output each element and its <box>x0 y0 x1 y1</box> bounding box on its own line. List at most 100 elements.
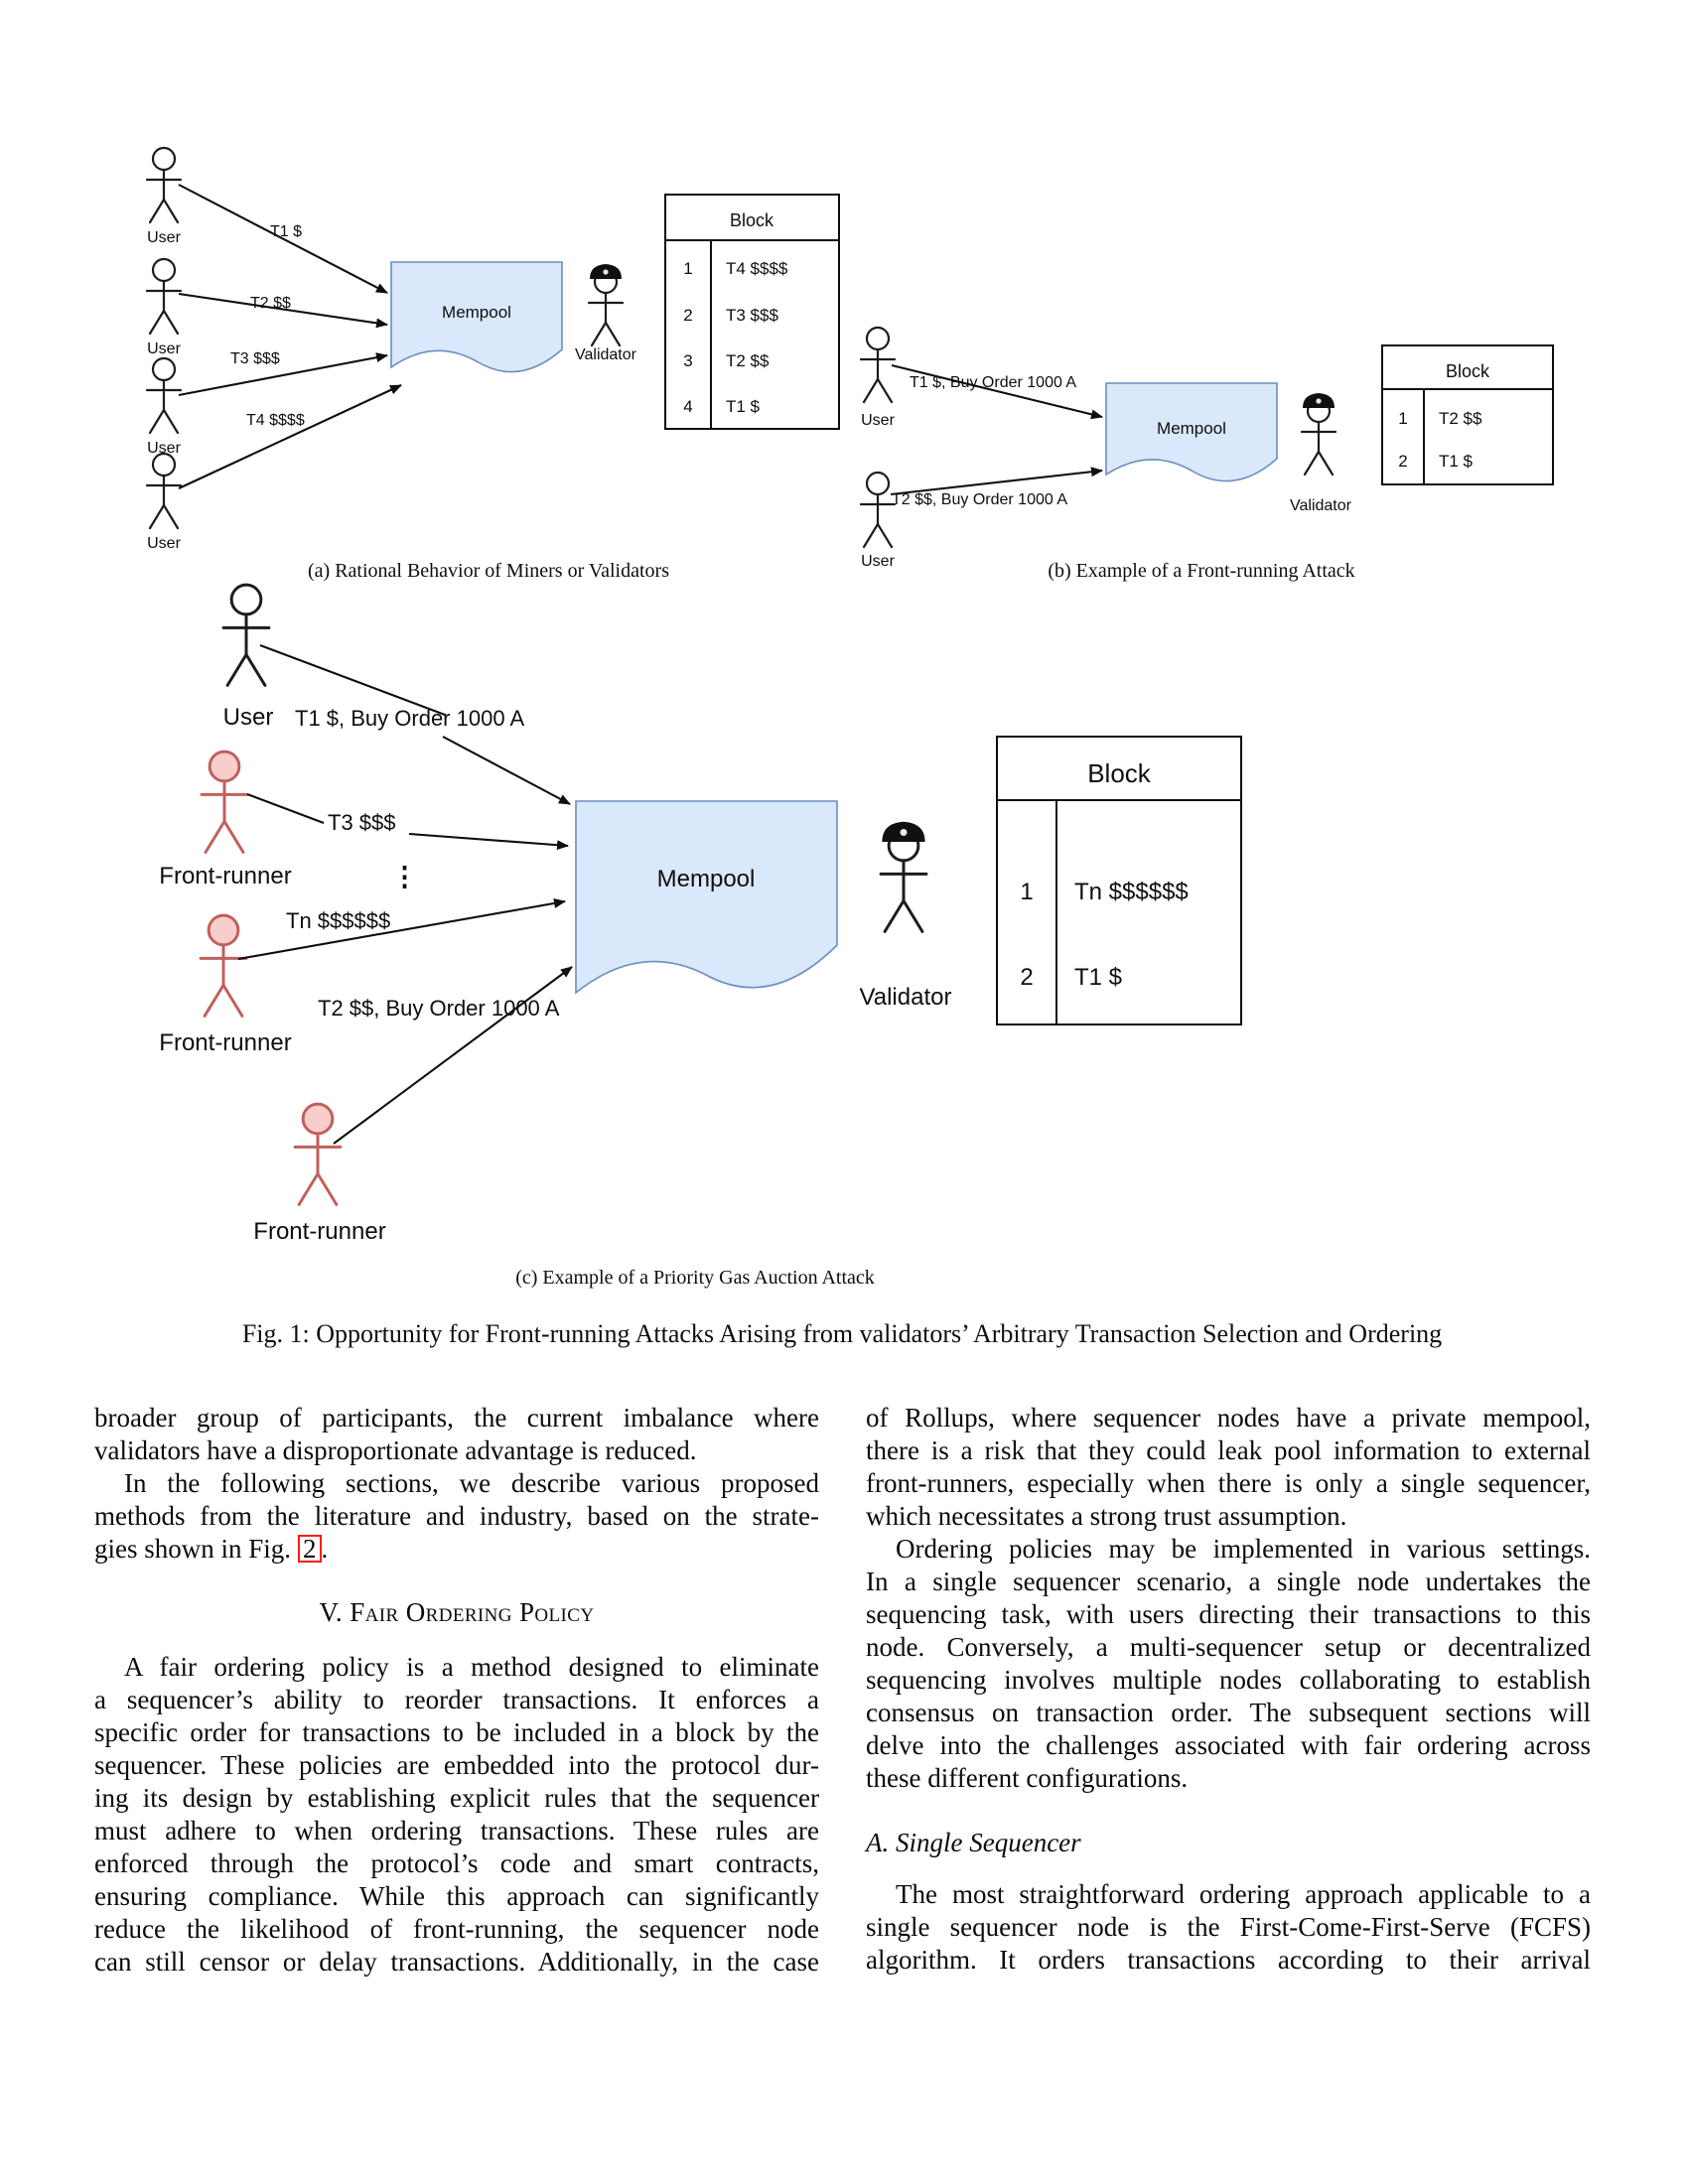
figure-1-diagram: User User User User T1 $ T2 $$ T3 $$$ T4… <box>145 146 1554 1348</box>
text-line: delve into the challenges associated wit… <box>866 1730 1591 1760</box>
text-line: these different configurations. <box>866 1763 1189 1793</box>
text-line: which necessitates a strong trust assump… <box>866 1501 1347 1531</box>
mempool-shape <box>1105 382 1278 482</box>
user-label: User <box>147 341 181 357</box>
user-figure <box>859 471 897 549</box>
text-line: enforced through the protocol’s code and… <box>94 1848 819 1878</box>
transaction-arrow <box>178 292 388 329</box>
user-label: User <box>223 704 274 731</box>
mempool-shape <box>575 800 838 995</box>
subfigure-a: User User User User T1 $ T2 $$ T3 $$$ T4… <box>145 146 840 582</box>
text-line: must adhere to when ordering transaction… <box>94 1816 819 1845</box>
frontrunner-label: Front-runner <box>253 1218 385 1245</box>
fig2-reference-link[interactable]: 2 <box>298 1535 322 1563</box>
tx-label: T2 $$, Buy Order 1000 A <box>892 491 1067 508</box>
user-label: User <box>861 412 895 429</box>
transaction-line <box>246 793 325 824</box>
transaction-arrow <box>178 352 388 397</box>
user-label: User <box>861 553 895 570</box>
tx-label: T1 $ <box>270 223 302 240</box>
transaction-arrow <box>178 384 402 489</box>
frontrunner-label: Front-runner <box>159 863 291 889</box>
text-line: The most straightforward ordering approa… <box>896 1879 1591 1909</box>
frontrunner-figure <box>200 750 249 854</box>
ellipsis-icon: ⋮ <box>391 862 418 891</box>
text-line: ensuring compliance. While this approach… <box>94 1881 819 1911</box>
block-title: Block <box>1446 361 1490 381</box>
block-row-tx: T1 $ <box>1439 452 1474 471</box>
text-line: consensus on transaction order. The subs… <box>866 1698 1591 1727</box>
block-row-tx: T3 $$$ <box>726 306 778 325</box>
subcaption-a: (a) Rational Behavior of Miners or Valid… <box>308 560 669 582</box>
mempool-label: Mempool <box>657 866 756 892</box>
validator-label: Validator <box>860 984 952 1011</box>
block-row-tx: T1 $ <box>1074 964 1122 991</box>
block-row-index: 1 <box>683 259 692 278</box>
text-line: sequencer. These policies are embedded i… <box>94 1750 819 1780</box>
user-label: User <box>147 440 181 457</box>
frontrunner-label: Front-runner <box>159 1029 291 1056</box>
block-row-tx: T2 $$ <box>726 351 770 370</box>
text-line: broader group of participants, the curre… <box>94 1403 819 1433</box>
validator-label: Validator <box>1290 497 1352 514</box>
tx-label: T1 $, Buy Order 1000 A <box>295 706 524 731</box>
block-table: Block 1 T4 $$$$ 2 T3 $$$ 3 T2 $$ 4 T1 $ <box>664 194 840 430</box>
validator-label: Validator <box>575 346 637 363</box>
text-line: specific order for transactions to be in… <box>94 1717 819 1747</box>
user-label: User <box>147 229 181 246</box>
text-line: sequencing involves multiple nodes colla… <box>866 1665 1591 1695</box>
mempool-label: Mempool <box>442 303 511 322</box>
tx-label: T2 $$ <box>250 295 291 312</box>
validator-figure <box>879 829 928 933</box>
transaction-arrow <box>442 736 571 805</box>
text-line: In the following sections, we describe v… <box>124 1468 819 1498</box>
mempool-shape <box>390 261 563 373</box>
text-line: methods from the literature and industry… <box>94 1501 819 1531</box>
transaction-arrow <box>333 966 573 1145</box>
user-figure <box>145 356 183 435</box>
text-line: reduce the likelihood of front-running, … <box>94 1914 819 1944</box>
figure-caption: Fig. 1: Opportunity for Front-running At… <box>242 1319 1442 1348</box>
subfigure-b: User User T1 $, Buy Order 1000 A T2 $$, … <box>859 326 1554 582</box>
text-line: ing its design by establishing explicit … <box>94 1783 819 1813</box>
transaction-arrow <box>237 897 566 961</box>
block-row-index: 1 <box>1020 879 1033 905</box>
transaction-arrow <box>890 467 1103 496</box>
subsection-heading: A. Single Sequencer <box>866 1828 1081 1857</box>
subcaption-b: (b) Example of a Front-running Attack <box>1048 560 1354 582</box>
text-fragment: gies shown in Fig. <box>94 1534 292 1564</box>
transaction-arrow <box>178 184 388 294</box>
block-title: Block <box>1087 758 1152 788</box>
block-row-index: 3 <box>683 351 692 370</box>
right-column: of Rollups, where sequencer nodes have a… <box>866 1402 1591 1977</box>
user-figure <box>145 146 183 224</box>
block-row-tx: T1 $ <box>726 397 761 416</box>
text-line: a sequencer’s ability to reorder transac… <box>94 1685 819 1714</box>
validator-helmet-icon <box>882 821 925 842</box>
user-figure <box>859 326 897 404</box>
text-line: of Rollups, where sequencer nodes have a… <box>866 1403 1591 1433</box>
block-row-tx: T2 $$ <box>1439 409 1482 428</box>
frontrunner-figure <box>293 1102 343 1206</box>
block-title: Block <box>730 210 774 230</box>
validator-figure <box>587 269 625 347</box>
block-table: Block 1 T2 $$ 2 T1 $ <box>1381 344 1554 485</box>
text-line: there is a risk that they could leak poo… <box>866 1435 1591 1465</box>
block-row-tx: Tn $$$$$$ <box>1074 879 1189 905</box>
block-table: Block 1 Tn $$$$$$ 2 T1 $ <box>996 736 1242 1025</box>
text-line: Ordering policies may be implemented in … <box>896 1534 1591 1564</box>
block-row-index: 2 <box>1398 452 1407 471</box>
block-row-tx: T4 $$$$ <box>726 259 788 278</box>
left-column: broader group of participants, the curre… <box>94 1402 819 1979</box>
tx-label: Tn $$$$$$ <box>286 908 390 933</box>
block-row-index: 4 <box>683 397 692 416</box>
section-heading: V. Fair Ordering Policy <box>319 1597 595 1627</box>
text-line: validators have a disproportionate advan… <box>94 1435 697 1465</box>
user-figure <box>221 583 271 687</box>
transaction-line <box>259 644 446 716</box>
transaction-arrow <box>408 832 569 851</box>
subfigure-c: User Front-runner Front-runner Front-run… <box>159 583 1242 1289</box>
validator-helmet-icon <box>590 264 622 279</box>
text-line: In a single sequencer scenario, a single… <box>866 1567 1591 1596</box>
mempool-label: Mempool <box>1157 419 1226 438</box>
